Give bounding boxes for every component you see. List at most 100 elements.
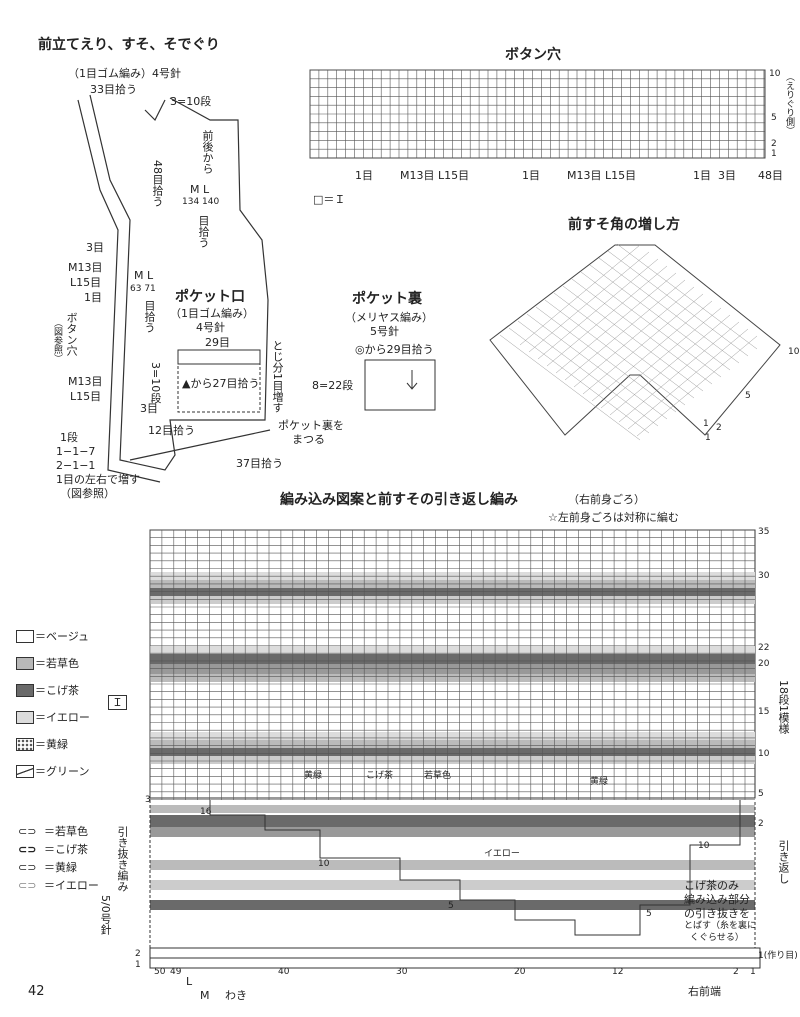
front-pick-48: 48目拾う [151,160,164,207]
front-back-from: 前後から [201,130,214,174]
front-l15-b: L15目 [70,390,102,403]
main-row-label: 1(作り目) [758,951,798,961]
note-kogecha-only: こげ茶のみ [684,879,739,892]
front-pick-37: 37目拾う [236,457,283,470]
note-kogecha: こげ茶 [366,771,394,781]
corner-label: 2 [716,423,722,433]
buttonhole-row-2: 2 [771,139,777,149]
pocket-rib [177,349,261,365]
slip-label: ＝若草色 [44,825,88,838]
slip-icon: ⊂⊃ [18,879,37,892]
main-left-row-label: 2 [135,949,141,959]
slip-title: 引き抜き編み [116,826,129,892]
main-col-label: 2 [733,967,739,977]
buttonhole-side-label: （えりぐり側） [784,72,794,135]
front-pick-suffix: 目拾う [197,215,210,248]
front-see-fig: （図参照） [52,318,62,363]
increase-line: 1段 [60,431,78,444]
size-m-arrow: M [200,989,210,1002]
front-counts: 134 140 [182,197,220,207]
size-l-arrow: L [186,975,193,988]
side-seam: わき [225,989,247,1002]
corner-chart [489,243,781,441]
main-col-label: 1 [750,967,756,977]
pocket-lining-spec2: 5号針 [370,325,399,338]
main-row-label: 22 [758,643,770,653]
main-col-label: 49 [170,967,182,977]
main-row-label: 20 [758,659,770,669]
buttonhole-title: ボタン穴 [505,47,561,63]
pocket-lining-rect [364,359,436,411]
pocket-title: ポケット口 [175,289,245,305]
short-row-num: 10 [318,859,330,869]
main-row-label: 10 [758,749,770,759]
buttonhole-row-1: 1 [771,149,777,159]
slip-icon: ⊂⊃ [18,825,37,838]
page-number: 42 [28,984,45,999]
buttonhole-bottom-label: 3目 [718,169,736,182]
swatch-kogecha [16,684,34,697]
buttonhole-bottom-label: 1目 [355,169,373,182]
increase-line: 1目の左右で増す [56,473,140,486]
main-col-label: 30 [396,967,408,977]
slip-icon: ⊂⊃ [18,843,37,856]
legend-label: ＝イエロー [35,711,90,724]
main-chart-left-note: ☆左前身ごろは対称に編む [548,511,679,524]
note-colorwork: 編み込み部分 [684,893,750,906]
buttonhole-bottom-label: M13目 L15目 [567,169,637,182]
increase-line: （図参照） [60,487,115,500]
pocket-lining-spec1: （メリヤス編み） [345,311,433,324]
increase-line: 2−1−1 [56,459,96,472]
main-col-label: 40 [278,967,290,977]
main-chart-grid [149,529,761,969]
pocket-stitch-lining: ポケット裏を [278,419,344,432]
pocket-lining-pick: ◎から29目拾う [355,343,434,356]
main-repeat-label: 18段1模様 [777,680,790,734]
front-3-stitches: 3目 [86,241,104,254]
corner-label: 5 [745,391,751,401]
note-kimidori: 黄緑 [304,771,323,781]
main-row-label: 30 [758,571,770,581]
buttonhole-grid [309,69,766,159]
legend-label: ＝黄緑 [35,738,68,751]
buttonhole-bottom-label: 1目 [693,169,711,182]
main-chart-title: 編み込み図案と前すその引き返し編み [280,492,518,508]
buttonhole-bottom-label: 1目 [522,169,540,182]
pocket-pick-27: ▲から27目拾う [182,377,260,390]
front-pick-suffix-2: 目拾う [143,300,156,333]
short-row-num: 5 [646,909,652,919]
legend-label: ＝若草色 [35,657,79,670]
front-m13-b: M13目 [68,375,103,388]
front-body-outline [77,94,271,483]
main-row-label: 35 [758,527,770,537]
pocket-close-extra: とじ分1目増す [271,340,284,413]
pocket-lining-rows: 8=22段 [312,379,354,392]
note-wakakusa: 若草色 [424,771,452,781]
main-short-row-label: 引き返し [777,840,790,884]
pocket-stitch-lining-2: まつる [292,433,325,446]
front-1-stitch: 1目 [84,291,102,304]
front-title: 前立てえり、すそ、そでぐり [38,37,220,53]
buttonhole-row-10: 10 [769,69,781,79]
corner-label: 10 [788,347,800,357]
swatch-wakakusa [16,657,34,670]
short-row-num: 5 [448,901,454,911]
pocket-count: 29目 [205,336,230,349]
legend-symbol: Ｉ [108,695,127,710]
front-counts-2: 63 71 [130,284,156,294]
note-slip: の引き抜きを [684,907,750,920]
front-bottom-3: 3目 [140,402,158,415]
note-skip: とばす（糸を裏に [684,921,757,931]
front-buttonhole: ボタン穴 [65,312,78,356]
corner-title: 前すそ角の増し方 [568,217,680,233]
slip-needle: 5/0号針 [99,895,112,935]
legend-label: ＝ベージュ [35,630,90,643]
corner-label: 1 [705,433,711,443]
main-row-label: 5 [758,789,764,799]
buttonhole-bottom-label: M13目 L15目 [400,169,470,182]
short-row-num: 16 [200,807,212,817]
front-pick-neck: 33目拾う [90,83,137,96]
main-left-row-label: 1 [135,960,141,970]
swatch-green [16,765,34,778]
